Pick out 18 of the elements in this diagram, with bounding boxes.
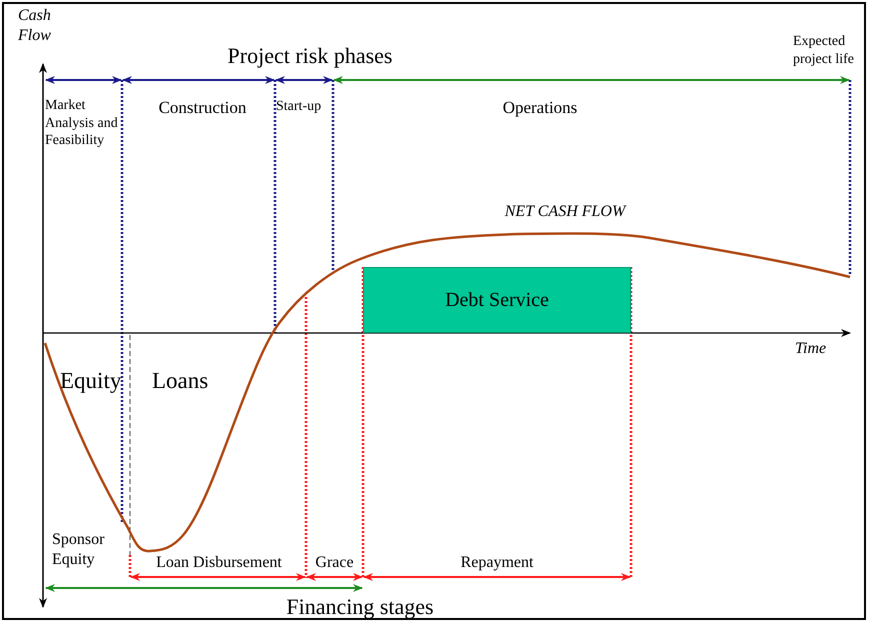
phase-label: Market Analysis and Feasibility xyxy=(45,97,119,150)
funding-label: Equity xyxy=(60,367,122,395)
phase-label: Construction xyxy=(158,97,248,118)
curve-label: NET CASH FLOW xyxy=(504,202,628,222)
funding-label: Loans xyxy=(152,367,210,395)
debt-service-bar xyxy=(363,267,631,333)
end-label: Expected project life xyxy=(793,33,856,68)
section-heading: Financing stages xyxy=(285,593,435,620)
stage-label: Loan Disbursement xyxy=(155,553,283,573)
axis-title: Time xyxy=(795,339,828,359)
stage-label: Grace xyxy=(314,553,355,573)
stage-label: Repayment xyxy=(460,553,534,573)
phase-label: Start-up xyxy=(276,98,322,116)
phase-label: Operations xyxy=(502,97,578,118)
bar-label: Debt Service xyxy=(445,288,549,312)
axis-title: Cash Flow xyxy=(18,6,52,46)
stage-label: Sponsor Equity xyxy=(52,530,106,570)
section-heading: Project risk phases xyxy=(226,42,394,70)
